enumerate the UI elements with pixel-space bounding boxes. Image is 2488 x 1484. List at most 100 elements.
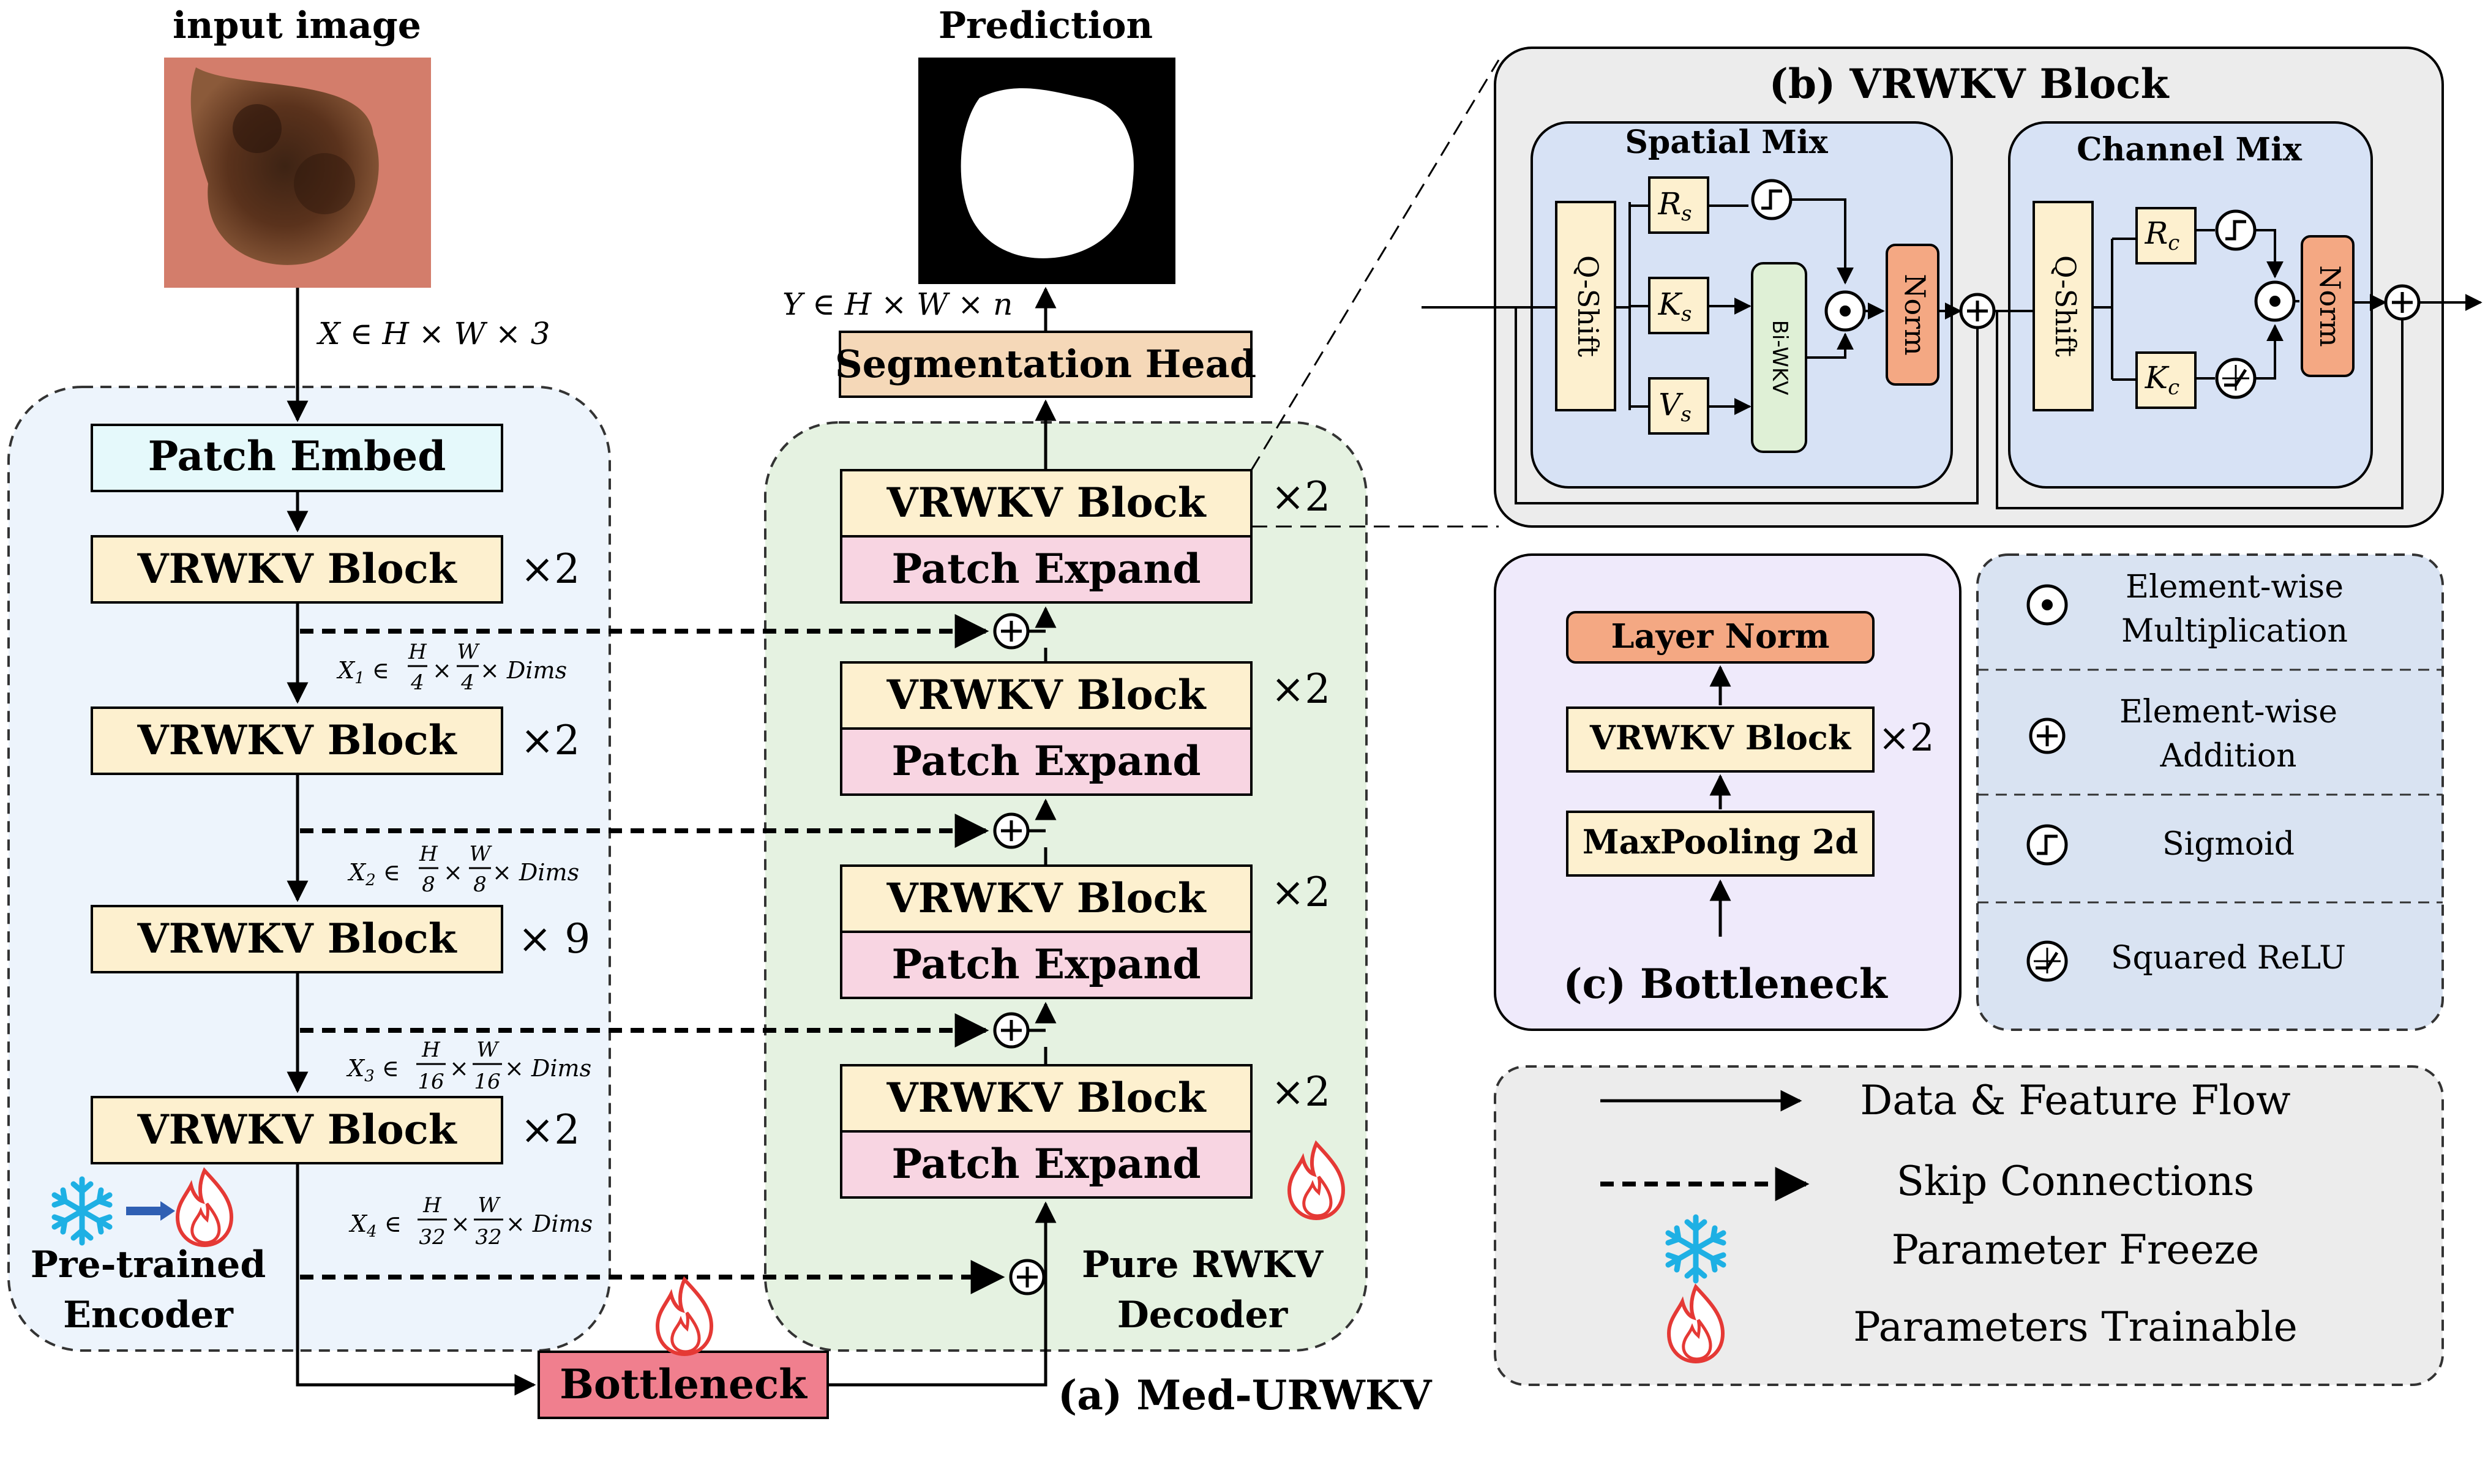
feature-size-x4: X4 ∈ H 32 × W 32 × Dims — [348, 1193, 593, 1250]
vs-box — [1648, 377, 1709, 435]
maxpool-box — [1566, 811, 1875, 877]
decoder-stage-2: VRWKV Block Patch Expand ×2 — [840, 661, 1330, 796]
multiply-op-icon — [2256, 282, 2294, 320]
svg-text:4: 4 — [460, 670, 474, 695]
svg-text:Bi-WKV: Bi-WKV — [1767, 320, 1792, 395]
skip-add-icon — [995, 1014, 1028, 1047]
skip-add-icon — [995, 615, 1028, 648]
decoder-block-mult: ×2 — [1271, 665, 1330, 713]
norm-box-channel — [2301, 235, 2355, 377]
to-bottleneck-arrow — [296, 1163, 536, 1396]
svg-text:Vs: Vs — [1658, 387, 1692, 427]
decoder-title-line2: Decoder — [1117, 1294, 1289, 1336]
flow-legend-panel: Data & Feature Flow Skip Connections Par… — [1494, 1065, 2444, 1386]
svg-text:× Dims: × Dims — [492, 859, 579, 886]
decoder-stage-1: VRWKV Block Patch Expand ×2 — [840, 469, 1330, 604]
svg-text:8: 8 — [422, 872, 435, 897]
svg-text:Kc: Kc — [2145, 360, 2179, 400]
decoder-block-label: VRWKV Block — [886, 1074, 1206, 1122]
qshift-channel — [2033, 201, 2094, 411]
bottleneck-detail-panel: Layer Norm VRWKV Block ×2 MaxPooling 2d … — [1494, 553, 1962, 1031]
encoder-block-label: VRWKV Block — [137, 716, 457, 764]
multiply-op-icon — [1826, 292, 1864, 330]
svg-text:Q-Shift: Q-Shift — [1572, 255, 1605, 358]
rc-box — [2135, 207, 2197, 264]
svg-text:× Dims: × Dims — [504, 1055, 591, 1082]
zoom-line-top — [1250, 59, 1500, 471]
svg-text:16: 16 — [474, 1070, 500, 1094]
encoder-block-mult: ×2 — [520, 717, 580, 764]
decoder-title-line1: Pure RWKV — [1082, 1243, 1324, 1286]
svg-text:32: 32 — [419, 1225, 445, 1250]
svg-text:Element-wise: Element-wise — [2119, 694, 2337, 730]
flame-icon — [658, 1280, 711, 1354]
svg-text:X3 ∈: X3 ∈ — [346, 1055, 399, 1085]
add-op-icon — [1961, 294, 1994, 328]
squared-relu-icon — [2028, 942, 2066, 980]
svg-text:H: H — [421, 1038, 441, 1062]
vrwkv-detail-panel: (b) VRWKV Block Spatial Mix Channel Mix … — [1422, 47, 2482, 528]
qshift-spatial — [1555, 201, 1616, 411]
svg-text:Q-Shift: Q-Shift — [2049, 255, 2082, 358]
rs-box — [1648, 176, 1709, 234]
spatial-mix-title: Spatial Mix — [1625, 124, 1828, 161]
encoder-block-label: VRWKV Block — [137, 1106, 457, 1153]
kc-box — [2135, 351, 2197, 409]
sigmoid-icon — [1753, 181, 1791, 219]
layer-norm-label: Layer Norm — [1611, 616, 1830, 656]
feature-size-x1: X1 ∈ H 4 × W 4 × Dims — [336, 640, 567, 695]
segmentation-head-label: Segmentation Head — [835, 342, 1256, 386]
input-image-label: input image — [173, 4, 421, 47]
caption-a: (a) Med-URWKV — [1058, 1371, 1433, 1419]
svg-text:Data & Feature Flow: Data & Feature Flow — [1860, 1077, 2290, 1124]
svg-text:4: 4 — [410, 670, 424, 695]
svg-text:8: 8 — [473, 872, 487, 897]
svg-text:X1 ∈: X1 ∈ — [336, 657, 389, 688]
prediction-mask — [918, 58, 1175, 284]
svg-text:Rs: Rs — [1657, 186, 1692, 226]
input-image — [164, 58, 431, 288]
svg-text:Norm: Norm — [2314, 265, 2347, 347]
svg-text:H: H — [419, 842, 438, 866]
svg-text:W: W — [477, 1038, 500, 1062]
feature-size-x2: X2 ∈ H 8 × W 8 × Dims — [347, 842, 579, 897]
vrwkv-detail-title: (b) VRWKV Block — [1769, 60, 2170, 108]
encoder-block-4: VRWKV Block ×2 — [91, 1096, 580, 1164]
svg-text:Parameter Freeze: Parameter Freeze — [1892, 1226, 2260, 1273]
add-op-icon — [2031, 719, 2064, 752]
encoder-block-mult: × 9 — [518, 915, 590, 962]
svg-text:×: × — [451, 1210, 470, 1237]
svg-text:H: H — [422, 1193, 442, 1218]
svg-text:×: × — [443, 859, 463, 886]
svg-text:Ks: Ks — [1658, 287, 1692, 326]
svg-text:16: 16 — [418, 1070, 444, 1094]
from-bottleneck-arrow — [828, 1201, 1057, 1387]
decoder-stage-3: VRWKV Block Patch Expand ×2 — [840, 864, 1330, 999]
ks-box — [1648, 277, 1709, 334]
prediction-label: Prediction — [939, 4, 1153, 47]
svg-text:W: W — [478, 1193, 501, 1218]
svg-text:Skip Connections: Skip Connections — [1897, 1158, 2255, 1205]
multiply-op-icon — [2028, 586, 2066, 624]
patch-embed-label: Patch Embed — [148, 432, 446, 480]
encoder-block-mult: ×2 — [520, 545, 580, 593]
y-equation: Y ∈ H × W × n — [782, 287, 1013, 322]
svg-text:X2 ∈: X2 ∈ — [347, 859, 400, 890]
svg-text:× Dims: × Dims — [506, 1210, 593, 1237]
patch-expand-label: Patch Expand — [892, 545, 1201, 593]
decoder-block-label: VRWKV Block — [886, 671, 1206, 719]
patch-expand-label: Patch Expand — [892, 940, 1201, 988]
encoder-block-3: VRWKV Block × 9 — [91, 905, 590, 973]
encoder-block-label: VRWKV Block — [137, 545, 457, 593]
svg-text:32: 32 — [475, 1225, 501, 1250]
decoder-block-mult: ×2 — [1271, 473, 1330, 520]
add-op-icon — [2386, 286, 2419, 319]
patch-expand-label: Patch Expand — [892, 737, 1201, 785]
layer-norm-box — [1566, 611, 1875, 664]
encoder-block-mult: ×2 — [520, 1106, 580, 1153]
encoder-block-1: VRWKV Block ×2 — [91, 535, 580, 604]
ops-legend-panel: Element-wise Multiplication Element-wise… — [1976, 553, 2444, 1031]
svg-text:Parameters Trainable: Parameters Trainable — [1853, 1303, 2298, 1351]
svg-text:×: × — [449, 1055, 469, 1082]
